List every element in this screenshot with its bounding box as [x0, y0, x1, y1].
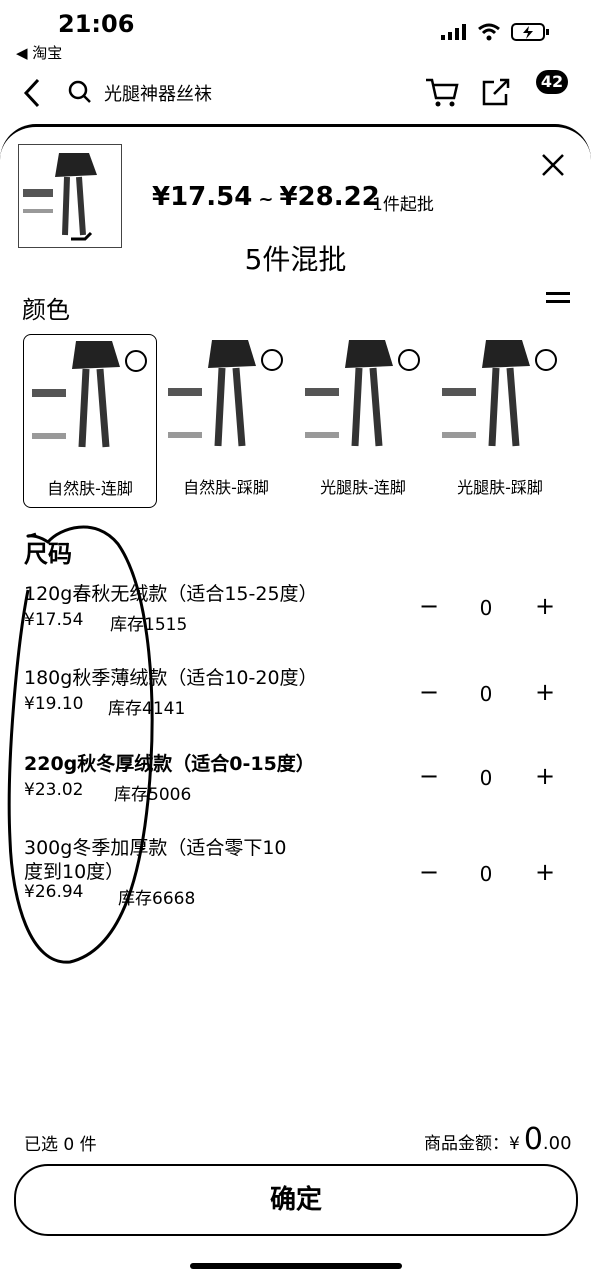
- price-min: ¥17.54: [152, 182, 253, 212]
- size-stock: 库存5006: [114, 785, 192, 805]
- total-label: 商品金额：: [424, 1134, 509, 1154]
- product-thumbnail: [18, 144, 122, 248]
- color-option-label: 自然肤-踩脚: [183, 478, 269, 497]
- color-option-2[interactable]: 自然肤-踩脚: [160, 334, 292, 506]
- price-separator: ~: [258, 189, 274, 210]
- color-option-label: 光腿肤-连脚: [320, 478, 406, 497]
- back-to-app-link[interactable]: ◀ 淘宝: [16, 44, 63, 62]
- close-icon[interactable]: [540, 152, 566, 178]
- size-name: 180g秋季薄绒款（适合10-20度）: [24, 667, 318, 689]
- product-thumbnail-image: [19, 145, 121, 247]
- quantity-value[interactable]: 0: [479, 596, 493, 620]
- size-stock: 库存1515: [110, 615, 188, 635]
- total-integer: 0: [523, 1122, 543, 1157]
- cart-badge: 42: [536, 70, 568, 94]
- decrement-button[interactable]: −: [418, 858, 440, 886]
- color-option-label: 自然肤-连脚: [47, 479, 133, 498]
- color-option-4[interactable]: 光腿肤-踩脚: [434, 334, 566, 506]
- selected-count: 已选 0 件: [24, 1135, 97, 1155]
- total-decimal: .00: [542, 1133, 572, 1154]
- size-price: ¥26.94: [24, 882, 84, 902]
- status-time: 21:06: [58, 10, 135, 38]
- size-name: 300g冬季加厚款（适合零下10 度到10度）: [24, 837, 287, 883]
- back-chevron-icon[interactable]: [22, 78, 42, 108]
- increment-button[interactable]: +: [534, 592, 556, 620]
- size-price: ¥23.02: [24, 780, 84, 800]
- total-amount: 商品金额： ¥ 0 .00: [424, 1122, 572, 1157]
- color-option-label: 光腿肤-踩脚: [457, 478, 543, 497]
- status-icons: [441, 22, 551, 42]
- size-price: ¥19.10: [24, 694, 84, 714]
- quantity-value[interactable]: 0: [479, 682, 493, 706]
- size-stock: 库存4141: [108, 699, 186, 719]
- color-section-title: 颜色: [22, 296, 70, 324]
- min-order-label: 1件起批: [372, 195, 434, 215]
- color-option-3[interactable]: 光腿肤-连脚: [297, 334, 429, 506]
- size-name: 220g秋冬厚绒款（适合0-15度）: [24, 753, 315, 775]
- price-max: ¥28.22: [279, 182, 380, 212]
- color-option-1[interactable]: 自然肤-连脚: [23, 334, 157, 508]
- share-icon[interactable]: [480, 76, 512, 108]
- signal-icon: [441, 24, 466, 40]
- mix-batch-title: 5件混批: [244, 243, 347, 276]
- home-indicator: [190, 1263, 402, 1269]
- wifi-icon: [478, 23, 500, 41]
- decrement-button[interactable]: −: [418, 592, 440, 620]
- increment-button[interactable]: +: [534, 678, 556, 706]
- increment-button[interactable]: +: [534, 762, 556, 790]
- color-option-image: [26, 337, 154, 467]
- search-query[interactable]: 光腿神器丝袜: [104, 84, 212, 105]
- color-option-image: [299, 336, 427, 466]
- quantity-value[interactable]: 0: [479, 766, 493, 790]
- color-option-image: [436, 336, 564, 466]
- price-range: ¥17.54 ~ ¥28.22: [152, 182, 380, 212]
- size-name: 120g春秋无绒款（适合15-25度）: [24, 583, 318, 605]
- list-view-toggle-icon[interactable]: [546, 292, 570, 308]
- color-option-image: [162, 336, 290, 466]
- decrement-button[interactable]: −: [418, 762, 440, 790]
- sku-sheet: [0, 124, 591, 1283]
- size-section-title: 尺码: [24, 540, 72, 568]
- size-stock: 库存6668: [118, 889, 196, 909]
- top-navbar: [0, 62, 591, 122]
- confirm-button[interactable]: 确定: [14, 1164, 578, 1236]
- size-price: ¥17.54: [24, 610, 84, 630]
- increment-button[interactable]: +: [534, 858, 556, 886]
- search-icon[interactable]: [68, 80, 92, 104]
- total-currency: ¥: [509, 1134, 520, 1154]
- battery-icon: [511, 23, 549, 41]
- decrement-button[interactable]: −: [418, 678, 440, 706]
- cart-icon[interactable]: [424, 76, 460, 108]
- quantity-value[interactable]: 0: [479, 862, 493, 886]
